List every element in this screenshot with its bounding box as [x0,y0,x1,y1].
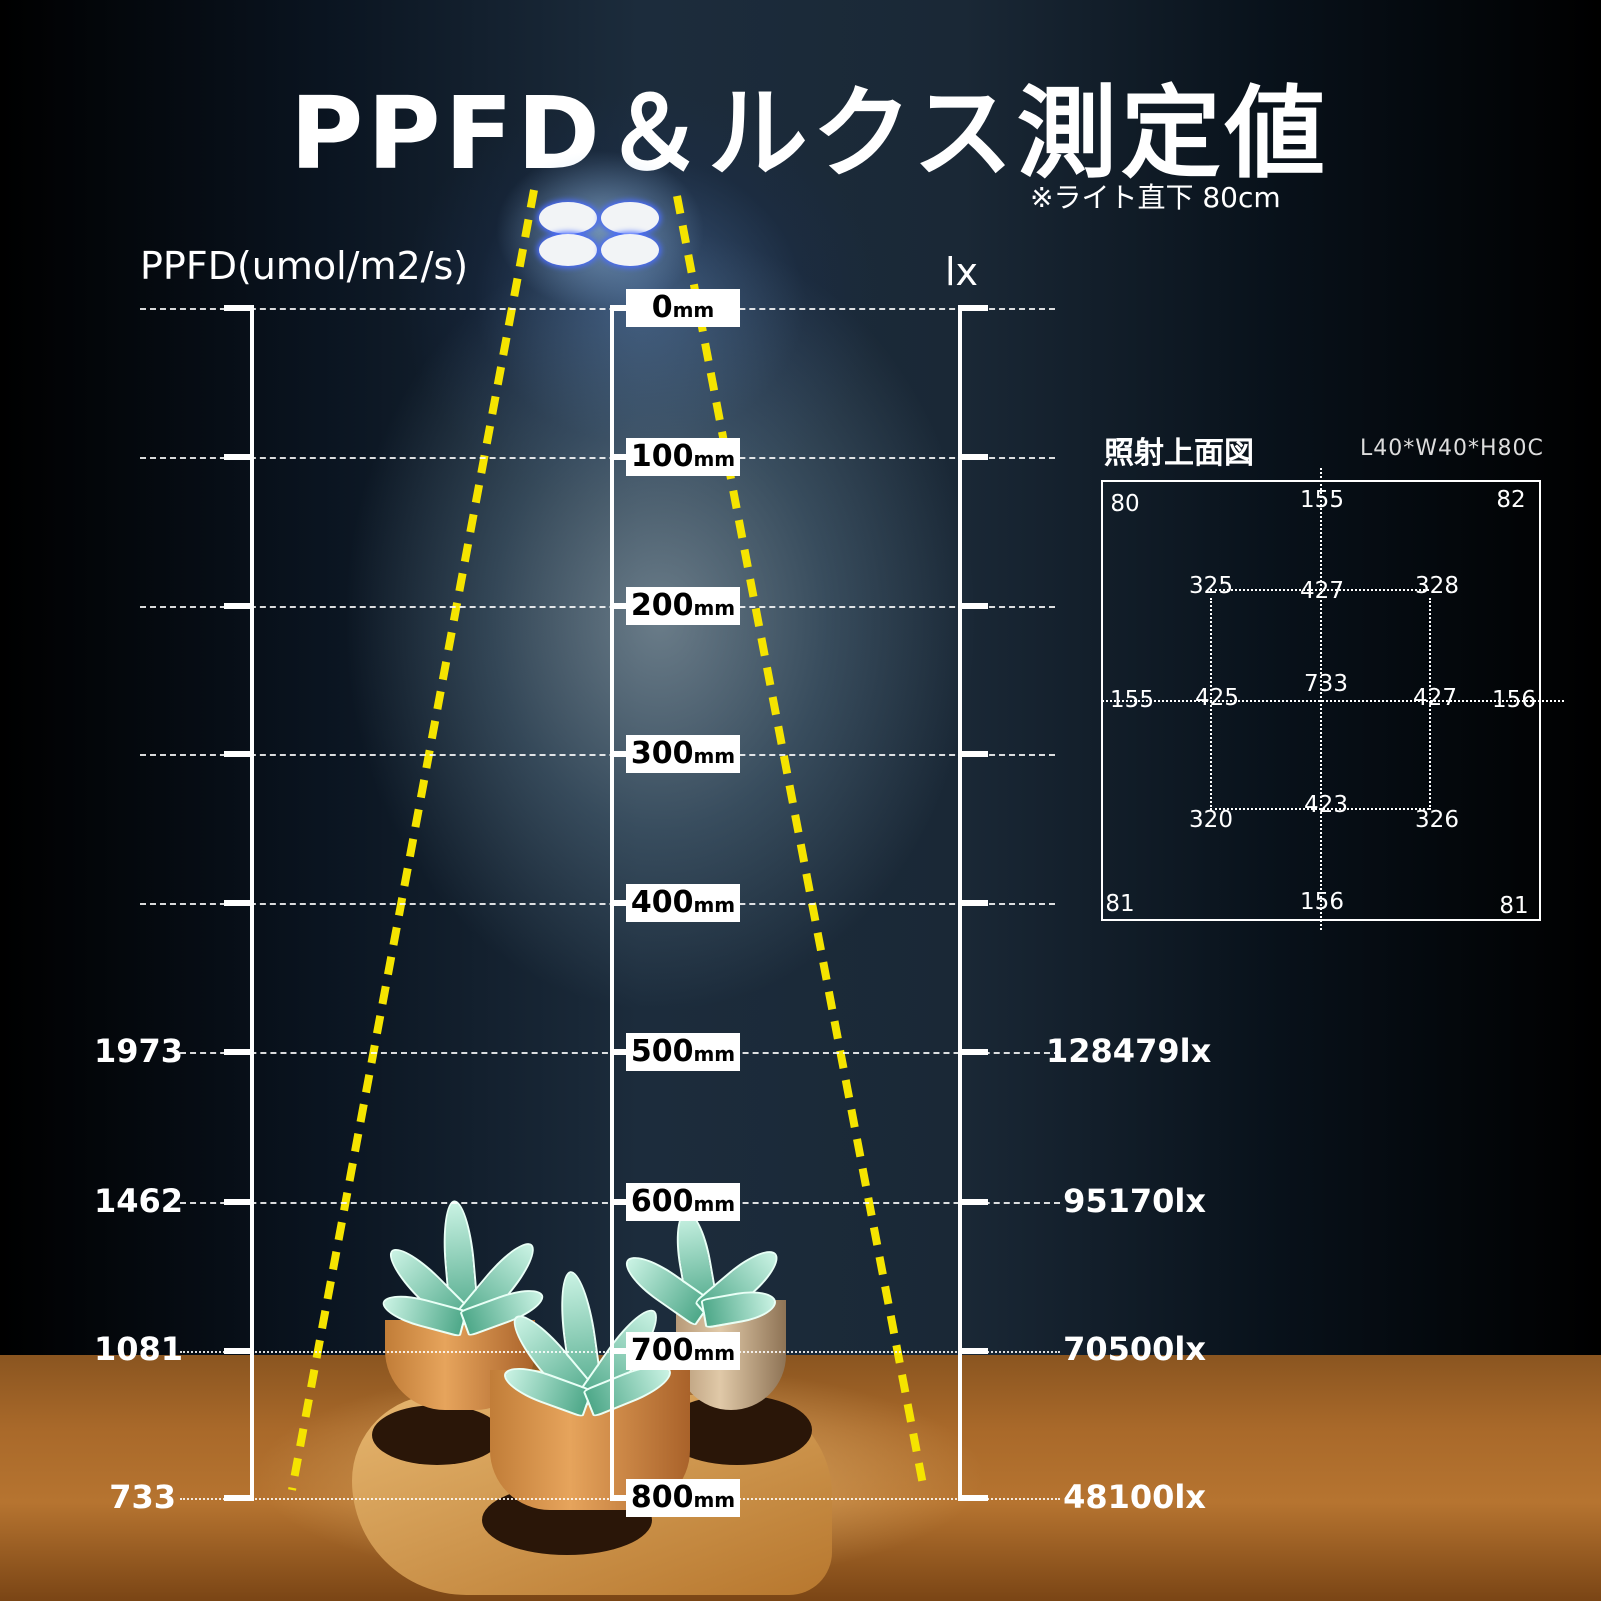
distance-label-700: 700mm [626,1332,740,1370]
distance-tick [612,1049,628,1055]
map-value: 156 [1492,687,1536,713]
map-value: 326 [1415,807,1459,833]
distance-label-500: 500mm [626,1033,740,1071]
lux-value-500mm: 128479lx [1046,1032,1212,1070]
ppfd-tick [224,1348,252,1354]
lux-axis-label: lx [945,250,979,294]
distance-tick [612,305,628,311]
gridline-200mm [140,606,1055,608]
gridline-400mm [140,903,1055,905]
ppfd-tick [224,1049,252,1055]
map-value: 82 [1496,487,1526,513]
distance-label-0: 0mm [626,289,740,327]
ppfd-tick [224,751,252,757]
lux-tick [960,900,988,906]
lux-value-800mm: 48100lx [1063,1478,1206,1516]
ppfd-tick [224,1199,252,1205]
distance-tick [612,454,628,460]
map-value: 156 [1300,889,1344,915]
lux-tick [960,1495,988,1501]
map-value: 155 [1110,687,1154,713]
map-value: 320 [1189,807,1233,833]
ppfd-tick [224,1495,252,1501]
map-value: 81 [1499,893,1529,919]
lux-value-600mm: 95170lx [1063,1182,1206,1220]
distance-label-200: 200mm [626,587,740,625]
map-inner-top [1210,589,1429,591]
map-value: 427 [1413,685,1457,711]
gridline-300mm [140,754,1055,756]
page-title: PPFD＆ルクス測定値 [290,75,1329,192]
ppfd-axis-label: PPFD(umol/m2/s) [140,244,469,288]
ppfd-tick [224,454,252,460]
map-value: 733 [1304,671,1348,697]
map-value: 81 [1105,891,1135,917]
lux-tick [960,1049,988,1055]
distance-label-100: 100mm [626,438,740,476]
map-inner-right [1429,598,1431,810]
map-inner-left [1210,598,1212,810]
ppfd-value-500mm: 1973 [94,1032,184,1070]
ppfd-tick [224,603,252,609]
distance-tick [612,751,628,757]
distance-tick [612,900,628,906]
map-value: 155 [1300,487,1344,513]
distance-label-800: 800mm [626,1479,740,1517]
ppfd-value-600mm: 1462 [94,1182,184,1220]
lux-tick [960,454,988,460]
ppfd-value-700mm: 1081 [94,1330,184,1368]
map-center-vertical [1320,468,1322,930]
map-value: 80 [1110,491,1140,517]
map-inner-bottom [1210,808,1429,810]
map-center-horizontal [1102,700,1564,702]
lux-tick [960,1348,988,1354]
distance-tick [612,1348,628,1354]
distance-tick [612,603,628,609]
distance-label-400: 400mm [626,884,740,922]
distance-label-300: 300mm [626,735,740,773]
lux-value-700mm: 70500lx [1063,1330,1206,1368]
map-value: 325 [1189,573,1233,599]
ppfd-tick [224,900,252,906]
ppfd-value-800mm: 733 [109,1478,176,1516]
distance-tick [612,1199,628,1205]
lux-tick [960,305,988,311]
map-value: 425 [1195,685,1239,711]
lux-tick [960,603,988,609]
gridline-100mm [140,457,1055,459]
measurement-note: ※ライト直下 80cm [1030,181,1281,214]
map-value: 423 [1304,792,1348,818]
lux-tick [960,751,988,757]
irradiation-map-dimensions: L40*W40*H80C [1360,436,1544,461]
ppfd-tick [224,305,252,311]
tray-shadow [372,1405,502,1465]
lux-tick [960,1199,988,1205]
map-value: 427 [1300,578,1344,604]
irradiation-map-title: 照射上面図 [1104,436,1254,471]
distance-label-600: 600mm [626,1183,740,1221]
gridline-0mm [140,308,1055,310]
map-value: 328 [1415,573,1459,599]
distance-tick [612,1495,628,1501]
